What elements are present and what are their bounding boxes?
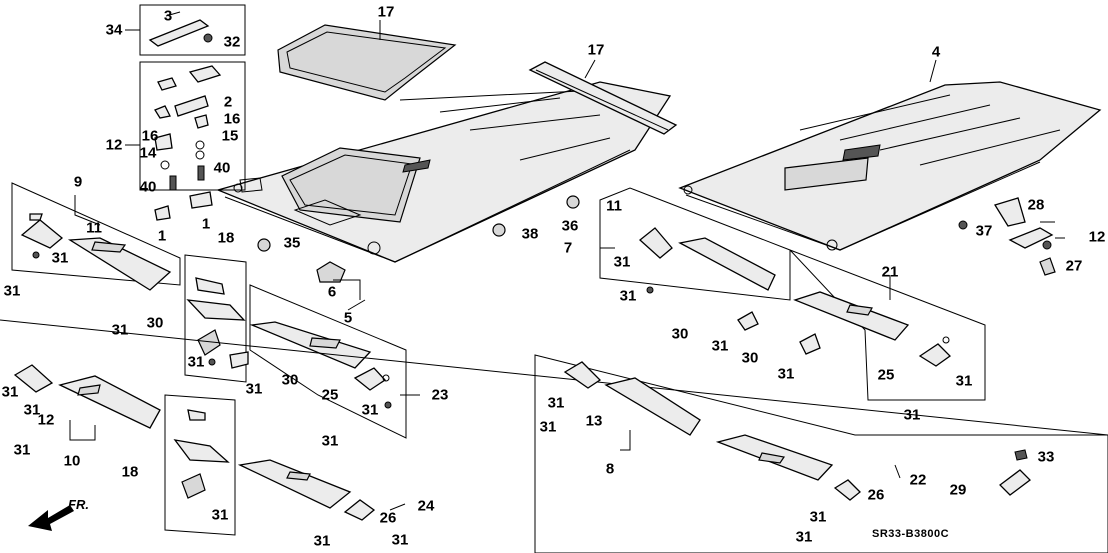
callout-30a: 30: [146, 314, 164, 332]
divider-line: [0, 319, 1108, 436]
callout-31-07: 31: [321, 432, 339, 450]
callout-25a: 25: [321, 386, 339, 404]
callout-31-22: 31: [809, 508, 827, 526]
callout-24: 24: [417, 497, 435, 515]
callout-31-15: 31: [619, 287, 637, 305]
sunroof-seal: [277, 24, 457, 101]
callout-31-16: 31: [711, 337, 729, 355]
callout-27: 27: [1065, 257, 1083, 275]
callout-30b: 30: [281, 371, 299, 389]
callout-12b: 13: [585, 412, 603, 430]
callout-29: 29: [949, 481, 967, 499]
callout-2: 2: [223, 93, 233, 111]
callout-21: 21: [881, 263, 899, 281]
headliner-sunroof: [216, 81, 672, 263]
visor-box-7: [599, 187, 791, 301]
visor-box-23: [249, 284, 407, 439]
lower-right-box: [534, 354, 1108, 553]
callout-31-12: 31: [313, 532, 331, 550]
visor-box-9: [11, 182, 181, 286]
callout-31-08: 31: [1, 383, 19, 401]
bracket-box-18a: [184, 254, 247, 383]
callout-31-19: 31: [903, 406, 921, 424]
bracket-box-18b: [164, 394, 236, 536]
callout-8: 8: [605, 460, 615, 478]
headliner: [678, 81, 1102, 251]
callout-3: 3: [163, 7, 173, 25]
callout-34a: 35: [283, 234, 301, 252]
bracket-box-15: [139, 4, 246, 56]
bracket-box-14: [139, 61, 246, 191]
callout-13: 12: [1088, 228, 1106, 246]
callout-26a: 26: [379, 509, 397, 527]
callout-31-20: 31: [547, 394, 565, 412]
callout-26b: 26: [867, 486, 885, 504]
callout-19: 17: [377, 3, 395, 21]
callout-31-04: 31: [187, 353, 205, 371]
callout-31-03: 31: [111, 321, 129, 339]
callout-1a: 1: [157, 227, 167, 245]
callout-20: 17: [587, 41, 605, 59]
callout-33: 33: [1037, 448, 1055, 466]
leader-lines: [69, 20, 1065, 511]
roof-strip: [528, 61, 678, 135]
callout-16b: 15: [221, 127, 239, 145]
callout-32: 32: [223, 33, 241, 51]
callout-25b: 25: [877, 366, 895, 384]
front-arrow-icon: [28, 505, 74, 531]
callout-36: 38: [521, 225, 539, 243]
callout-31-18: 31: [955, 372, 973, 390]
callout-17a: 16: [141, 127, 159, 145]
callout-18a: 18: [217, 229, 235, 247]
callout-31-10: 31: [13, 441, 31, 459]
callout-4: 4: [931, 43, 941, 61]
callout-31-01: 31: [51, 249, 69, 267]
callout-14: 12: [105, 136, 123, 154]
callout-31-11: 31: [211, 506, 229, 524]
direction-label: FR.: [68, 497, 89, 512]
callout-31-13: 31: [391, 531, 409, 549]
callout-31-14: 31: [613, 253, 631, 271]
callout-16a: 14: [139, 144, 157, 162]
callout-17b: 16: [223, 110, 241, 128]
callout-28: 28: [1027, 196, 1045, 214]
callout-34b: 36: [561, 217, 579, 235]
grommet-6: [316, 261, 346, 283]
callout-11a: 11: [86, 219, 102, 237]
callout-31-21: 31: [539, 418, 557, 436]
callout-30c: 30: [671, 325, 689, 343]
callout-15: 34: [105, 21, 123, 39]
callout-31-06: 31: [361, 401, 379, 419]
callout-9: 9: [73, 173, 83, 191]
callout-1b: 1: [201, 215, 211, 233]
callout-10: 10: [63, 452, 81, 470]
callout-31-23: 31: [795, 528, 813, 546]
callout-37b: 40: [213, 159, 231, 177]
diagram-code: SR33-B3800C: [872, 528, 950, 540]
callout-23: 23: [431, 386, 449, 404]
callout-11b: 11: [606, 197, 622, 215]
callout-31-05: 31: [245, 380, 263, 398]
callout-31-09: 31: [23, 401, 41, 419]
callout-31-17: 31: [777, 365, 795, 383]
callout-37a: 40: [139, 178, 157, 196]
callout-7: 7: [563, 239, 573, 257]
callout-22: 22: [909, 471, 927, 489]
callout-18b: 18: [121, 463, 139, 481]
callout-31-02: 31: [3, 282, 21, 300]
callout-5: 5: [343, 309, 353, 327]
callout-12a: 12: [37, 411, 55, 429]
callout-35: 37: [975, 222, 993, 240]
callout-6: 6: [327, 283, 337, 301]
callout-30d: 30: [741, 349, 759, 367]
